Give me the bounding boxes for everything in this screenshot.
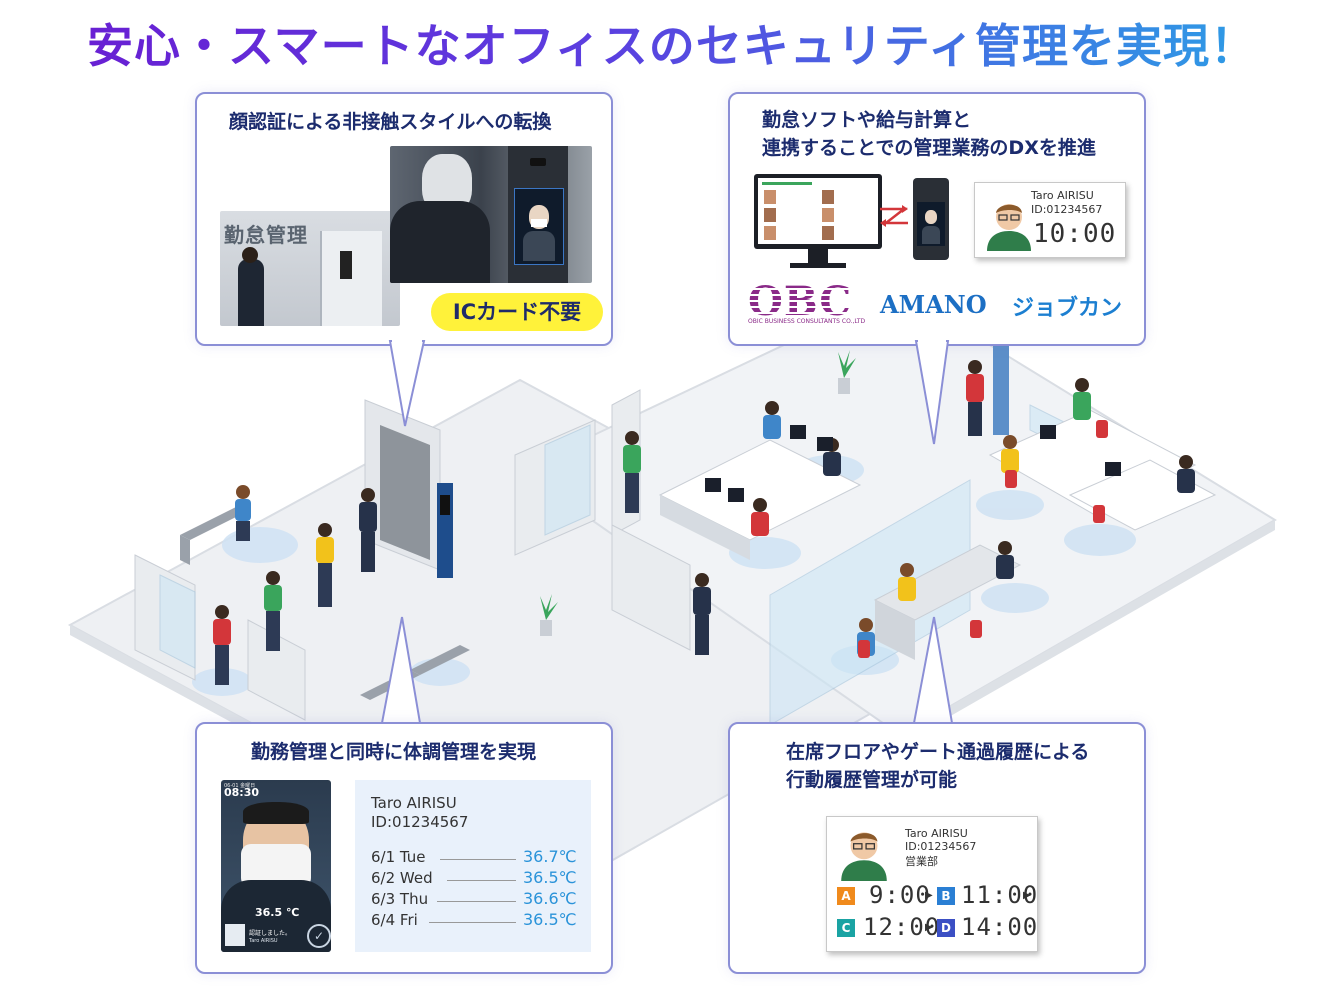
gate-badge-b: B [937, 887, 955, 905]
user-avatar-icon [987, 204, 1031, 251]
callout-health-title: 勤務管理と同時に体調管理を実現 [251, 741, 537, 763]
callout-history-pointer [912, 616, 954, 724]
obc-logo-mark: OBC [748, 278, 853, 325]
temp-row-value: 36.5℃ [523, 910, 577, 929]
amano-logo: AMANO [880, 290, 987, 319]
callout-face-auth-pointer [388, 340, 426, 427]
temp-row-value: 36.7℃ [523, 847, 577, 866]
temp-log-id: ID:01234567 [371, 813, 469, 831]
check-icon: ✓ [307, 924, 331, 948]
sync-arrows-icon [880, 205, 908, 227]
gate-time-d: 14:00 [961, 913, 1039, 941]
callout-dx-title-1: 勤怠ソフトや給与計算と [762, 109, 972, 131]
temp-row-date: 6/3 Thu [371, 890, 429, 908]
arrow-right-icon: ▶ [925, 922, 933, 933]
history-card-id: ID:01234567 [905, 840, 977, 853]
device-clock: 08:30 [224, 786, 260, 799]
temp-log-name: Taro AIRISU [371, 794, 457, 812]
dx-card-time: 10:00 [1033, 219, 1117, 249]
face-gate-terminal [437, 340, 1009, 578]
desk-monitors [705, 425, 1121, 502]
lobby-photo: 勤怠管理 [220, 211, 400, 326]
gate-time-a: 9:00 [869, 881, 931, 909]
jobcan-logo: ジョブカン [1012, 296, 1123, 321]
callout-face-auth: 顔認証による非接触スタイルへの転換 勤怠管理 ICカード不要 [195, 92, 613, 346]
history-card-name: Taro AIRISU [905, 827, 968, 840]
obc-logo-subtitle: OBIC BUSINESS CONSULTANTS CO.,LTD [748, 318, 866, 325]
gate-badge-a: A [837, 887, 855, 905]
callout-health-pointer [380, 616, 422, 724]
temp-row-date: 6/2 Wed [371, 869, 433, 887]
history-card-dept: 営業部 [905, 855, 938, 868]
face-terminal-photo [390, 146, 592, 283]
callout-history-title-2: 行動履歴管理が可能 [786, 769, 958, 791]
callout-dx-title-2: 連携することでの管理業務のDXを推進 [762, 137, 1096, 159]
temp-row-date: 6/4 Fri [371, 911, 418, 929]
temperature-log-card: Taro AIRISU ID:01234567 6/1 Tue 36.7℃ 6/… [355, 780, 591, 952]
lobby-sign: 勤怠管理 [224, 223, 308, 247]
temp-row-date: 6/1 Tue [371, 848, 426, 866]
arrow-right-icon: ▶ [1023, 890, 1031, 901]
terminal-device [508, 146, 568, 283]
people [213, 360, 1195, 685]
callout-dx-pointer [914, 340, 950, 445]
arrow-right-icon: ▶ [925, 890, 933, 901]
face-terminal-screen: 06-01 金曜日 08:30 36.5 ℃ 認証しました。 Taro AIRI… [221, 780, 331, 952]
gate-time-c: 12:00 [863, 913, 941, 941]
user-avatar-icon [841, 832, 887, 881]
temp-row-value: 36.6℃ [523, 889, 577, 908]
page-title: 安心・スマートなオフィスのセキュリティ管理を実現！ [0, 10, 1344, 76]
callout-history: 在席フロアやゲート通過履歴による 行動履歴管理が可能 Taro AIRISU I… [728, 722, 1146, 974]
plants [540, 350, 856, 636]
desktop-monitor-icon [754, 174, 882, 249]
office-chairs [858, 420, 1108, 658]
device-temperature: 36.5 ℃ [255, 906, 300, 919]
dx-card-id: ID:01234567 [1031, 203, 1103, 216]
callout-history-title-1: 在席フロアやゲート通過履歴による [786, 741, 1090, 763]
callout-face-auth-title: 顔認証による非接触スタイルへの転換 [229, 111, 552, 133]
face-terminal-icon [913, 178, 949, 260]
dx-id-card: Taro AIRISU ID:01234567 10:00 [974, 182, 1126, 258]
no-ic-card-badge: ICカード不要 [431, 293, 603, 331]
gate-time-b: 11:00 [961, 881, 1039, 909]
gate-badge-d: D [937, 919, 955, 937]
temp-row-value: 36.5℃ [523, 868, 577, 887]
obc-logo: OBC OBIC BUSINESS CONSULTANTS CO.,LTD [748, 278, 865, 328]
gate-badge-c: C [837, 919, 855, 937]
history-id-card: Taro AIRISU ID:01234567 営業部 A 9:00 ▶ B 1… [826, 816, 1038, 952]
callout-health: 勤務管理と同時に体調管理を実現 06-01 金曜日 08:30 36.5 ℃ 認… [195, 722, 613, 974]
dx-card-name: Taro AIRISU [1031, 189, 1094, 202]
callout-dx: 勤怠ソフトや給与計算と 連携することでの管理業務のDXを推進 [728, 92, 1146, 346]
